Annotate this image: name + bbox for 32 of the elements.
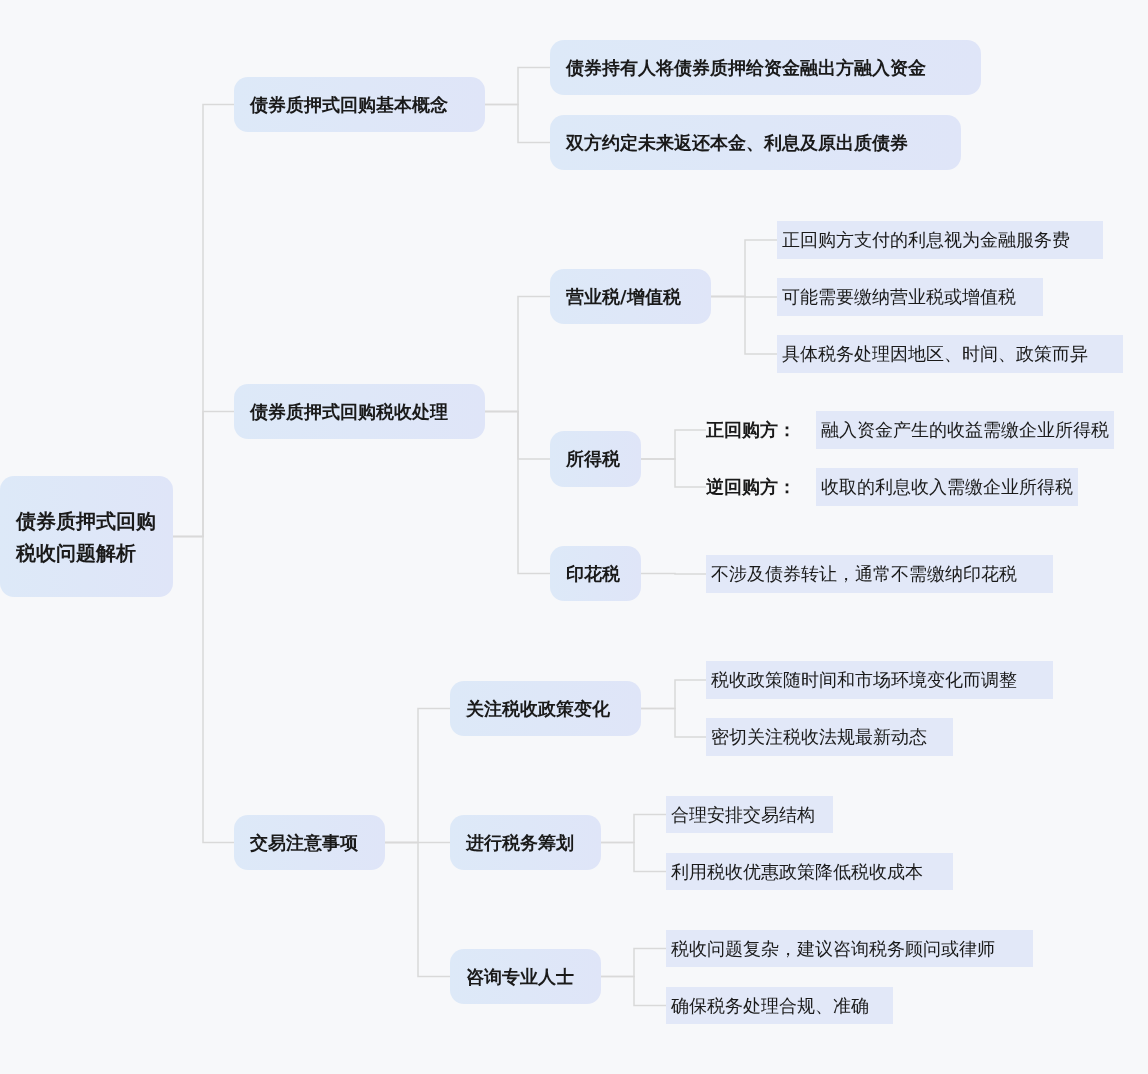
text-box: 融入资金产生的收益需缴企业所得税 <box>816 411 1114 449</box>
connector-line <box>640 458 707 488</box>
label-text: 逆回购方： <box>706 475 797 499</box>
connector-line <box>640 572 707 575</box>
topic-box: 印花税 <box>550 546 641 601</box>
topic-box: 关注税收政策变化 <box>450 681 641 736</box>
topic-box: 双方约定未来返还本金、利息及原出质债券 <box>550 115 961 170</box>
root-topic-box: 债券质押式回购税收问题解析 <box>0 476 173 597</box>
text-box: 利用税收优惠政策降低税收成本 <box>666 853 953 890</box>
topic-box: 交易注意事项 <box>234 815 385 870</box>
topic-box: 债券持有人将债券质押给资金融出方融入资金 <box>550 40 981 95</box>
topic-box: 营业税/增值税 <box>550 269 711 324</box>
label-text: 正回购方： <box>706 418 797 442</box>
text-box: 税收政策随时间和市场环境变化而调整 <box>706 661 1053 699</box>
connector-line <box>484 103 551 144</box>
topic-box: 债券质押式回购基本概念 <box>234 77 485 132</box>
text-box: 收取的利息收入需缴企业所得税 <box>816 468 1078 506</box>
topic-box: 咨询专业人士 <box>450 949 601 1004</box>
text-box: 密切关注税收法规最新动态 <box>706 718 953 756</box>
topic-box: 所得税 <box>550 431 641 487</box>
text-box: 可能需要缴纳营业税或增值税 <box>777 278 1043 316</box>
connector-line <box>600 841 667 873</box>
topic-box: 进行税务筹划 <box>450 815 601 870</box>
topic-box: 债券质押式回购税收处理 <box>234 384 485 439</box>
text-box: 税收问题复杂，建议咨询税务顾问或律师 <box>666 930 1033 967</box>
text-box: 合理安排交易结构 <box>666 796 833 833</box>
connector-line <box>600 975 667 1007</box>
text-box: 确保税务处理合规、准确 <box>666 987 893 1024</box>
text-box: 不涉及债券转让，通常不需缴纳印花税 <box>706 555 1053 593</box>
connector-line <box>640 707 707 738</box>
text-box: 正回购方支付的利息视为金融服务费 <box>777 221 1103 259</box>
text-box: 具体税务处理因地区、时间、政策而异 <box>777 335 1123 373</box>
